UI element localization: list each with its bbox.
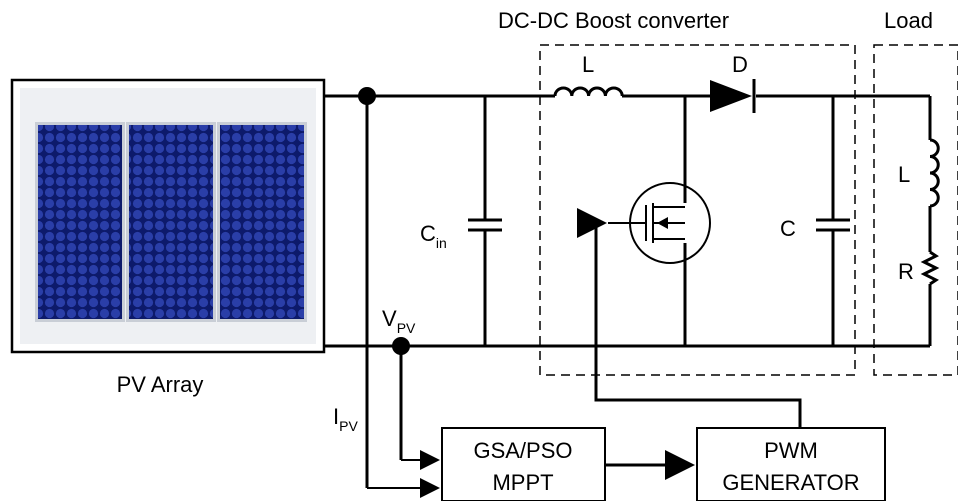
ipv-label: IPV [333, 404, 358, 434]
load-inductor-label: L [898, 162, 910, 187]
pwm-line1: PWM [764, 438, 818, 463]
gate-drive-line [577, 208, 802, 428]
series-inductor [553, 86, 624, 97]
load-branch [920, 96, 940, 346]
solar-panel-2 [126, 122, 216, 322]
load-title: Load [884, 8, 933, 33]
vpv-label: VPV [382, 306, 416, 336]
inductor-label: L [582, 52, 594, 77]
load-resistor-label: R [898, 259, 914, 284]
output-capacitor [816, 96, 850, 346]
vpv-main: V [382, 306, 397, 331]
mosfet-switch [608, 96, 711, 346]
vpv-subscript: PV [397, 320, 416, 336]
pwm-block [696, 427, 886, 501]
input-capacitor [468, 96, 502, 346]
diode [710, 79, 756, 113]
load-box [873, 44, 958, 376]
ipv-main: I [333, 404, 339, 429]
cin-subscript: in [436, 235, 447, 251]
mppt-line2: MPPT [492, 470, 553, 495]
pv-array-label: PV Array [117, 372, 204, 397]
solar-panel-3 [217, 122, 307, 322]
cin-label: Cin [420, 221, 447, 251]
diode-label: D [732, 52, 748, 77]
mppt-line1: GSA/PSO [473, 438, 572, 463]
cin-main: C [420, 221, 436, 246]
pv-array [10, 78, 326, 354]
mppt-block [441, 427, 606, 501]
ipv-subscript: PV [339, 418, 358, 434]
converter-box [539, 44, 856, 376]
solar-panel-1 [35, 122, 125, 322]
load-inductor [929, 138, 940, 208]
output-cap-label: C [780, 216, 796, 241]
pwm-line2: GENERATOR [722, 470, 859, 495]
converter-title: DC-DC Boost converter [498, 8, 729, 33]
load-resistor [920, 250, 940, 286]
